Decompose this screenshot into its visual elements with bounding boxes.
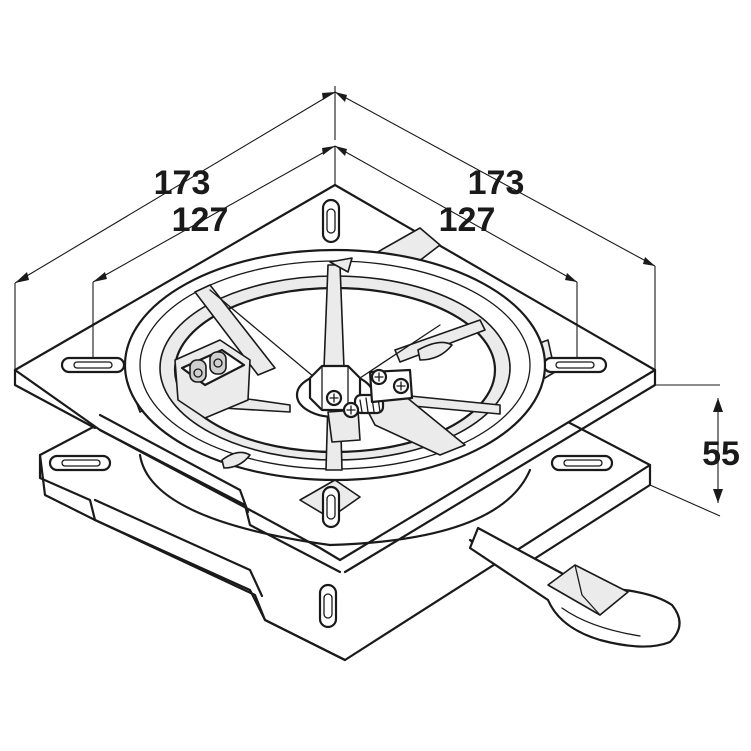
locking-block bbox=[174, 339, 251, 419]
upper-slot-front bbox=[321, 485, 341, 529]
upper-slot-back bbox=[321, 198, 341, 244]
ring-slot-left bbox=[221, 451, 251, 469]
dim-height: 55 bbox=[702, 435, 740, 473]
dimension-arrows bbox=[15, 92, 723, 503]
lower-slot-front bbox=[318, 583, 338, 629]
ring-slot-back bbox=[329, 257, 353, 273]
upper-slot-right bbox=[542, 356, 608, 374]
upper-slot-left bbox=[60, 356, 126, 374]
release-lever bbox=[468, 526, 681, 648]
dim-inner-left: 127 bbox=[172, 201, 229, 239]
dimension-lines bbox=[14, 86, 721, 517]
dim-inner-right: 127 bbox=[439, 201, 496, 239]
lower-slot-right bbox=[550, 454, 614, 472]
lower-slot-left bbox=[48, 454, 112, 472]
screws bbox=[325, 368, 410, 419]
dim-outer-left: 173 bbox=[154, 164, 211, 202]
ring-slot-right bbox=[417, 341, 453, 361]
dim-outer-right: 173 bbox=[468, 164, 525, 202]
